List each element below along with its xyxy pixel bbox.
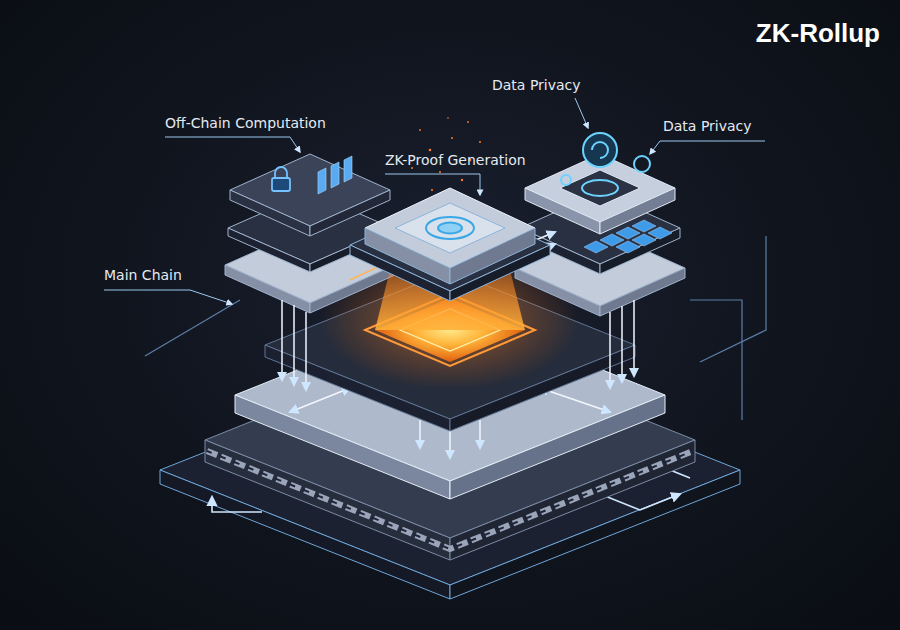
leader-line [165, 137, 300, 152]
callout-label: Off-Chain Computation [165, 114, 326, 132]
leader-line [104, 290, 232, 304]
proof-chip [350, 199, 550, 291]
callout-label: Main Chain [104, 266, 182, 284]
flow-arrow [419, 420, 421, 448]
proof-icon [426, 217, 474, 239]
data-grid [600, 234, 624, 246]
spark [439, 171, 441, 173]
offchain-stack [228, 228, 310, 272]
callout-label: ZK-Proof Generation [385, 151, 526, 169]
spark [447, 117, 449, 119]
spark [419, 129, 421, 131]
data-grid [648, 227, 672, 239]
flow-arrow [305, 312, 307, 390]
callout-label: Data Privacy [492, 76, 581, 94]
wire [145, 300, 240, 356]
privacy-stack [515, 268, 600, 316]
offchain-stack [230, 154, 390, 226]
spark [451, 137, 453, 139]
flow-arrow [212, 497, 262, 512]
leader-line [575, 98, 588, 128]
leader-line [385, 174, 480, 195]
spark [467, 121, 469, 123]
privacy-icon [634, 156, 650, 172]
data-grid [632, 234, 656, 246]
proof-chip [350, 188, 550, 301]
title: ZK-Rollup [756, 18, 880, 48]
leader-line [104, 98, 765, 304]
data-bars [331, 162, 339, 188]
data-bars [318, 168, 326, 194]
data-grid [632, 220, 656, 232]
flow-arrow [281, 300, 283, 380]
proof-icon [426, 217, 474, 239]
flow-arrow [293, 305, 295, 385]
proof-chip [395, 203, 505, 253]
offchain-stack [225, 265, 310, 313]
lock-symbol [272, 178, 290, 191]
privacy-icon [592, 142, 608, 158]
data-grid [584, 241, 608, 253]
privacy-stack [600, 228, 680, 274]
offchain-stack [230, 190, 310, 236]
leader-line [650, 141, 765, 154]
privacy-stack [560, 170, 640, 206]
callout-label: Data Privacy [663, 117, 752, 135]
lock-symbol [272, 167, 290, 191]
proof-icon [438, 223, 462, 234]
spark [431, 189, 433, 191]
wire [690, 300, 742, 420]
flow-arrow [479, 420, 481, 448]
flow-arrow [449, 428, 451, 458]
privacy-stack [600, 268, 685, 316]
flow-arrow [290, 388, 350, 412]
spark [461, 179, 463, 181]
spark [479, 141, 481, 143]
lock-symbol [275, 167, 287, 178]
privacy-icon [582, 180, 618, 196]
flow-arrow [540, 388, 610, 412]
privacy-icon [583, 133, 617, 167]
privacy-icon [561, 175, 571, 185]
spark [429, 149, 432, 152]
data-grid [616, 241, 640, 253]
data-bars [318, 156, 352, 194]
flow-arrow [633, 300, 635, 376]
flow-arrow [621, 306, 623, 382]
privacy-icon [561, 133, 650, 196]
data-grid [616, 227, 640, 239]
data-bars [344, 156, 352, 182]
flow-arrow [609, 312, 611, 388]
wire [700, 236, 766, 362]
